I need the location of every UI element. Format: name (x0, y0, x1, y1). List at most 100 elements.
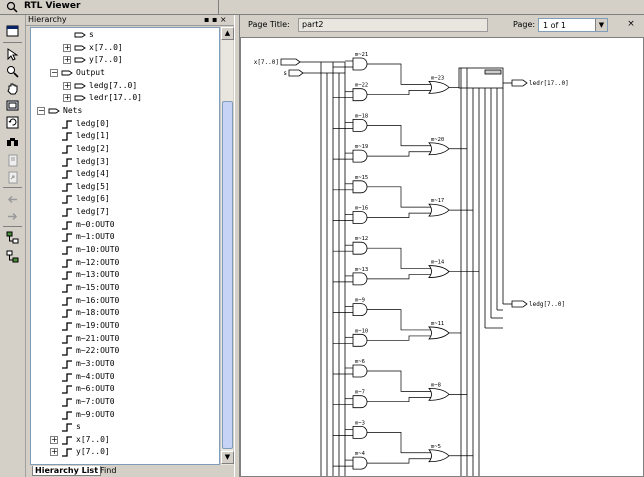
or-gate[interactable]: m~8 (367, 370, 467, 403)
page-icon[interactable] (4, 152, 20, 168)
and-gate[interactable]: m~18 (333, 113, 368, 132)
or-gate[interactable]: m~5 (367, 432, 473, 464)
tab-find[interactable]: Find (100, 466, 117, 475)
export-icon[interactable] (4, 169, 20, 185)
tree-item[interactable]: m~6:OUT0 (31, 383, 219, 395)
tree-item[interactable]: ledg[3] (31, 156, 219, 168)
or-gate[interactable]: m~23 (367, 63, 461, 96)
tree-item[interactable]: +ledg[7..0] (31, 80, 219, 92)
back-icon[interactable] (4, 191, 20, 207)
tree-item[interactable]: +y[7..0] (31, 54, 219, 66)
and-gate[interactable]: m~3 (333, 420, 368, 439)
tab-hierarchy-list[interactable]: Hierarchy List (32, 466, 102, 476)
and-gate[interactable]: m~22 (333, 83, 368, 102)
input-pin-s[interactable]: s (283, 69, 304, 77)
and-gate[interactable]: m~4 (333, 451, 368, 470)
forward-icon[interactable] (4, 208, 20, 224)
close-icon[interactable]: × (627, 19, 635, 29)
expand-icon[interactable]: + (63, 42, 71, 52)
tree-item[interactable]: ledg[0] (31, 118, 219, 130)
output-pin-ledr[interactable]: ledr[17..0] (511, 79, 569, 87)
find-binoculars-icon[interactable] (4, 133, 20, 149)
fit-window-icon[interactable] (4, 97, 20, 113)
tree-item[interactable]: m~15:OUT0 (31, 282, 219, 294)
hierarchy-header-controls[interactable]: ▪ ▪ × (204, 15, 227, 24)
scroll-down-button[interactable]: ▼ (221, 451, 234, 464)
and-gate[interactable]: m~12 (333, 236, 368, 255)
tree-item[interactable]: m~4:OUT0 (31, 371, 219, 383)
net-icon (62, 423, 72, 432)
or-gate[interactable]: m~14 (367, 247, 479, 280)
and-gate[interactable]: m~13 (333, 267, 368, 286)
pin-icon (74, 83, 86, 89)
and-gate[interactable]: m~21 (333, 52, 368, 71)
chevron-down-icon[interactable]: ▼ (595, 19, 607, 31)
hierarchy-tree[interactable]: s+x[7..0]+y[7..0]−Output+ledg[7..0]+ledr… (30, 27, 220, 465)
expand-icon[interactable]: + (63, 55, 71, 65)
tree-item[interactable]: m~1:OUT0 (31, 231, 219, 243)
zoom-icon[interactable] (4, 63, 20, 79)
tree-item[interactable]: ledg[6] (31, 193, 219, 205)
tree-item[interactable]: ledg[1] (31, 130, 219, 142)
hierarchy-scrollbar[interactable]: ▲ ▼ (220, 27, 234, 465)
page-select[interactable]: 1 of 1 ▼ (538, 18, 608, 32)
or-gate[interactable]: m~20 (367, 125, 467, 157)
and-gate[interactable]: m~7 (333, 390, 368, 409)
tree-item[interactable]: m~22:OUT0 (31, 345, 219, 357)
output-pin-ledg[interactable]: ledg[7..0] (511, 300, 565, 308)
hand-pan-icon[interactable] (4, 80, 20, 96)
scroll-up-button[interactable]: ▲ (221, 27, 234, 40)
hierarchy-down-icon[interactable] (4, 248, 20, 264)
select-arrow-icon[interactable] (4, 46, 20, 62)
tree-item[interactable]: +ledr[17..0] (31, 92, 219, 104)
and-gate[interactable]: m~10 (333, 328, 368, 347)
window-title: RTL Viewer (24, 1, 81, 11)
tree-item[interactable]: +x[7..0] (31, 42, 219, 54)
net-icon (62, 347, 72, 356)
scroll-thumb[interactable] (222, 101, 233, 449)
tree-item[interactable]: ledg[7] (31, 206, 219, 218)
tree-item[interactable]: m~10:OUT0 (31, 244, 219, 256)
tree-item[interactable]: m~9:OUT0 (31, 409, 219, 421)
expand-icon[interactable]: + (50, 447, 58, 457)
tree-folder[interactable]: −Nets (31, 105, 219, 117)
input-pin-x[interactable]: x[7..0] (254, 58, 301, 66)
tree-folder[interactable]: −Output (31, 67, 219, 79)
expand-icon[interactable]: + (50, 434, 58, 444)
window-icon[interactable] (4, 23, 20, 39)
and-gate[interactable]: m~9 (333, 298, 368, 316)
expand-icon[interactable]: + (63, 80, 71, 90)
gate-label: m~13 (355, 267, 368, 273)
refresh-icon[interactable] (4, 114, 20, 130)
panel-splitter[interactable] (234, 15, 240, 477)
tree-item[interactable]: m~19:OUT0 (31, 320, 219, 332)
tree-item[interactable]: s (31, 421, 219, 433)
hierarchy-up-icon[interactable] (4, 229, 20, 245)
tree-item[interactable]: ledg[4] (31, 168, 219, 180)
collapse-icon[interactable]: − (37, 105, 45, 115)
pin-icon (74, 45, 86, 51)
tree-item[interactable]: m~16:OUT0 (31, 295, 219, 307)
and-gate[interactable]: m~15 (333, 175, 368, 194)
tree-item[interactable]: m~7:OUT0 (31, 396, 219, 408)
and-gate[interactable]: m~6 (333, 359, 368, 378)
tree-item[interactable]: +y[7..0] (31, 446, 219, 458)
tree-item[interactable]: s (31, 29, 219, 41)
tree-item[interactable]: m~18:OUT0 (31, 307, 219, 319)
expand-icon[interactable]: + (63, 93, 71, 103)
and-gate[interactable]: m~16 (333, 206, 368, 224)
tree-item[interactable]: m~0:OUT0 (31, 219, 219, 231)
collapse-icon[interactable]: − (50, 67, 58, 77)
or-gate[interactable]: m~17 (367, 186, 473, 218)
tree-item[interactable]: ledg[2] (31, 143, 219, 155)
tree-item[interactable]: ledg[5] (31, 181, 219, 193)
or-gate[interactable]: m~11 (367, 309, 461, 341)
tree-item[interactable]: m~12:OUT0 (31, 257, 219, 269)
and-gate[interactable]: m~19 (333, 144, 368, 163)
page-title-field[interactable]: part2 (298, 18, 488, 32)
tree-item[interactable]: m~3:OUT0 (31, 358, 219, 370)
tree-item[interactable]: m~21:OUT0 (31, 333, 219, 345)
tree-item[interactable]: m~13:OUT0 (31, 269, 219, 281)
tree-item[interactable]: +x[7..0] (31, 434, 219, 446)
